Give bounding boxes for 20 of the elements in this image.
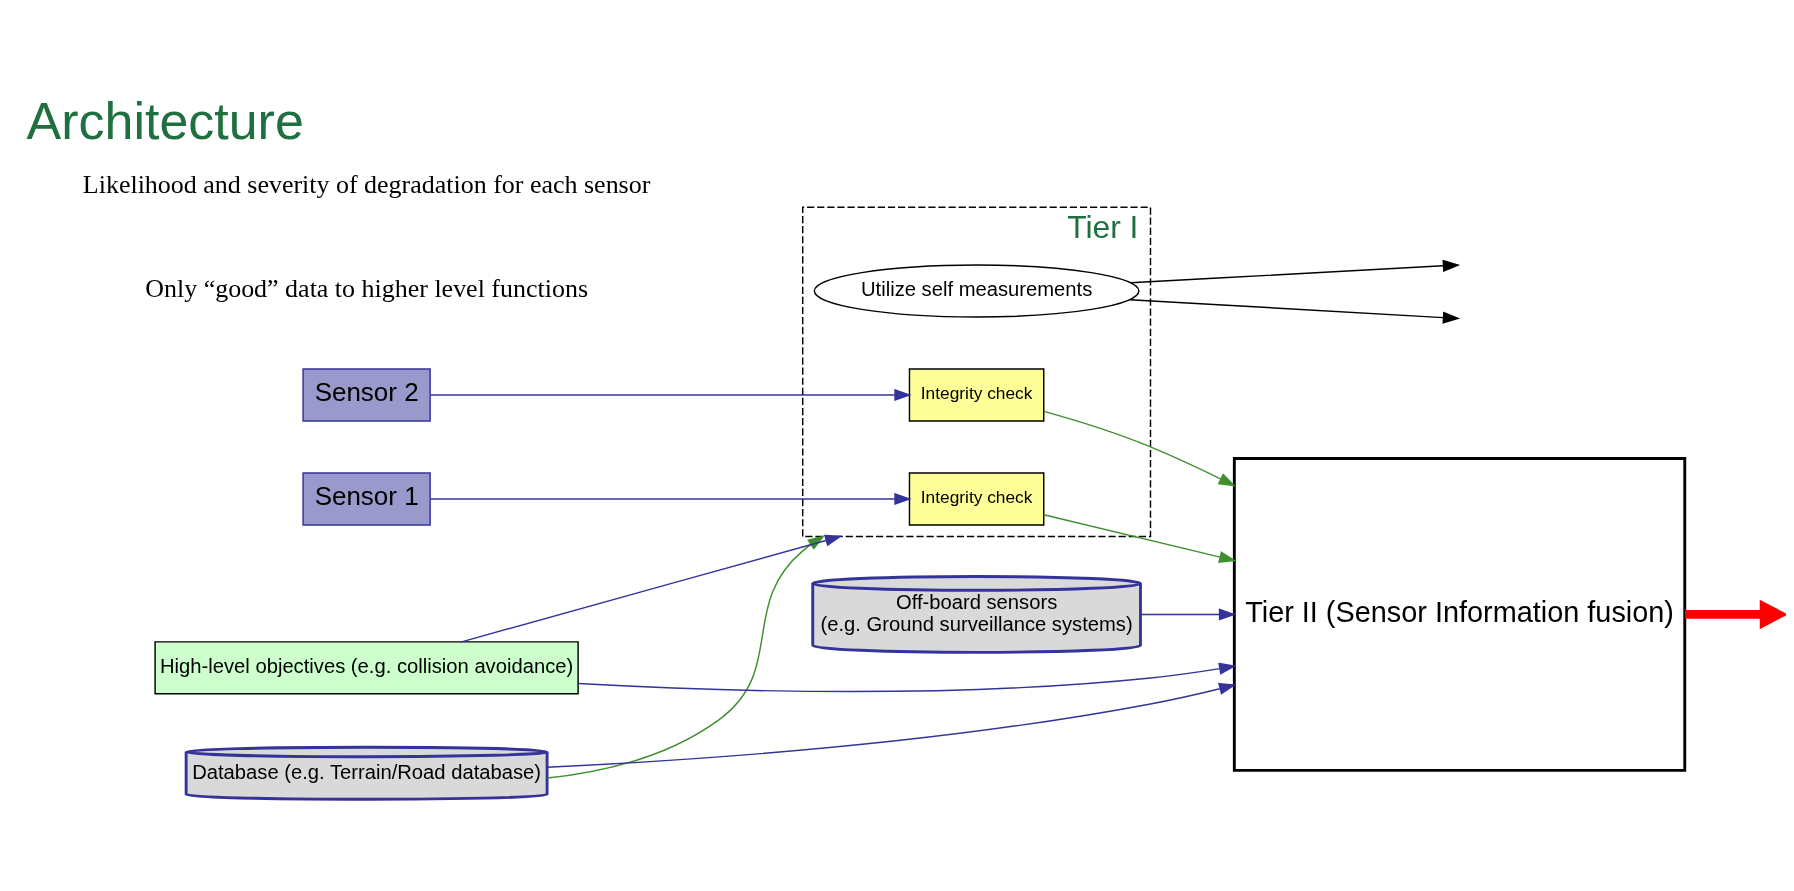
label: Likelihood and severity of degradation for each sensor — [82, 170, 651, 200]
node-box: Integrity check — [908, 472, 1045, 526]
arrow — [577, 662, 1237, 693]
node-box: High-level objectives (e.g. collision avoidance) — [154, 641, 579, 695]
node-box: Tier II (Sensor Information fusion) — [1232, 457, 1687, 772]
arrow — [1043, 514, 1237, 563]
diagram-title: Architecture — [26, 92, 304, 151]
arrow — [1129, 259, 1461, 284]
arrow — [429, 492, 912, 505]
node-box: Integrity check — [908, 368, 1045, 422]
node-box: Sensor 1 — [302, 472, 431, 526]
arrow — [429, 388, 912, 402]
node-box: Sensor 2 — [302, 368, 431, 422]
arrow — [1043, 410, 1236, 487]
node-ellipse: Utilize self measurements — [813, 264, 1140, 318]
arrow — [1685, 599, 1786, 630]
arrow — [1129, 298, 1461, 324]
label: Only “good” data to higher level functions — [145, 274, 589, 304]
arrow — [546, 682, 1237, 768]
arrow — [1139, 608, 1237, 621]
